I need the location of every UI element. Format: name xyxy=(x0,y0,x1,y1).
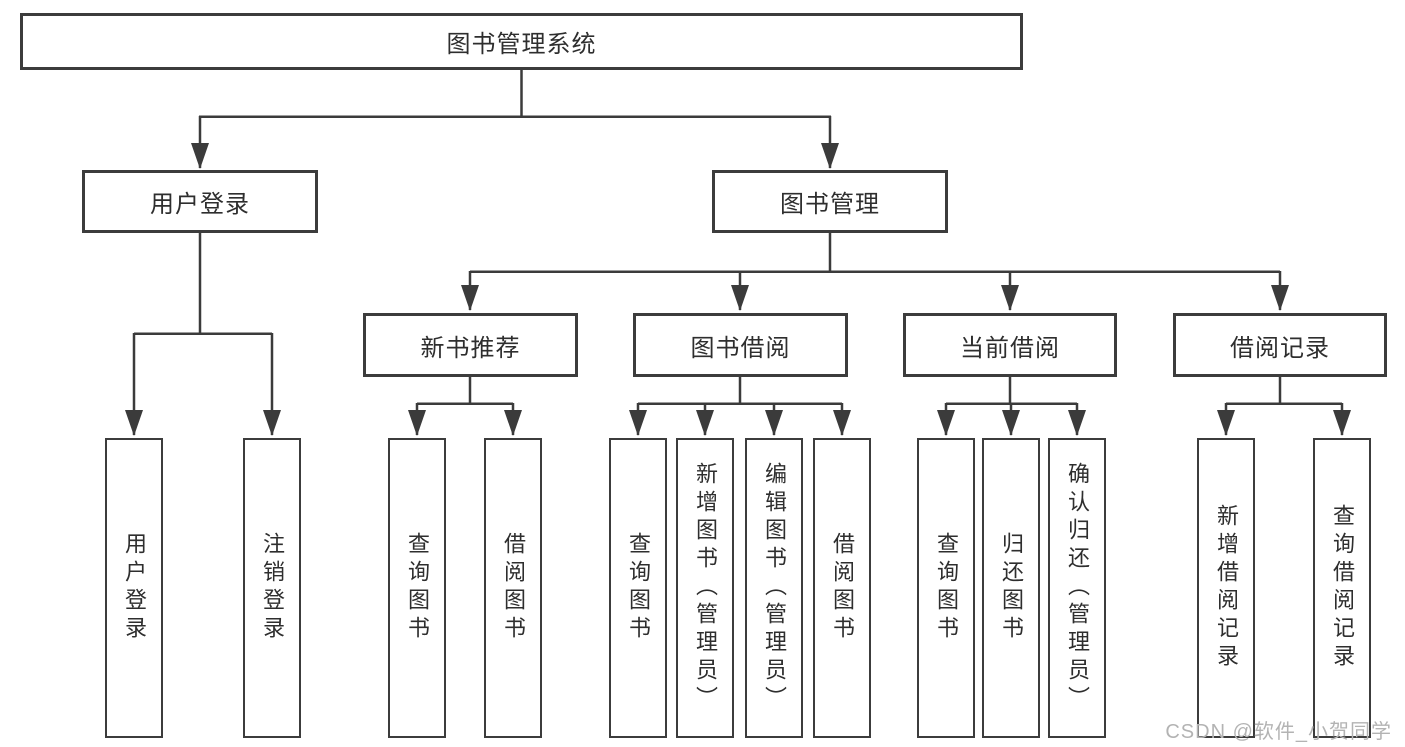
leaf-edit-book-admin: 编辑图书（管理员） xyxy=(745,438,803,738)
leaf-borrow-books: 借阅图书 xyxy=(813,438,871,738)
leaf-confirm-return-admin: 确认归还（管理员） xyxy=(1048,438,1106,738)
connector-currentborrow-trunk xyxy=(946,377,1077,405)
leaf-add-book-admin-label: 新增图书（管理员） xyxy=(693,462,718,714)
connector-userlogin-trunk xyxy=(134,233,272,335)
leaf-borrow-books-newrec-label: 借阅图书 xyxy=(501,532,526,644)
leaf-user-login: 用户登录 xyxy=(105,438,163,738)
leaf-edit-book-admin-label: 编辑图书（管理员） xyxy=(762,462,787,714)
node-borrow-records-label: 借阅记录 xyxy=(1230,334,1330,362)
node-book-management: 图书管理 xyxy=(712,170,948,233)
connector-bookmgmt-trunk xyxy=(470,233,1280,273)
leaf-query-books-current-label: 查询图书 xyxy=(934,532,959,644)
leaf-query-books-newrec-label: 查询图书 xyxy=(405,532,430,644)
leaf-query-books-newrec: 查询图书 xyxy=(388,438,446,738)
leaf-return-books-label: 归还图书 xyxy=(999,532,1024,644)
leaf-add-borrow-record-label: 新增借阅记录 xyxy=(1214,504,1239,672)
leaf-logout: 注销登录 xyxy=(243,438,301,738)
node-current-borrow: 当前借阅 xyxy=(903,313,1117,377)
leaf-logout-label: 注销登录 xyxy=(260,532,285,644)
leaf-query-borrow-record: 查询借阅记录 xyxy=(1313,438,1371,738)
node-book-borrow: 图书借阅 xyxy=(633,313,848,377)
leaf-borrow-books-newrec: 借阅图书 xyxy=(484,438,542,738)
leaf-confirm-return-admin-label: 确认归还（管理员） xyxy=(1065,462,1090,714)
node-user-login-label: 用户登录 xyxy=(150,191,250,218)
node-user-login: 用户登录 xyxy=(82,170,318,233)
leaf-query-books-borrow-label: 查询图书 xyxy=(626,532,651,644)
connector-borrowrecord-trunk xyxy=(1226,377,1342,405)
node-borrow-records: 借阅记录 xyxy=(1173,313,1387,377)
node-new-book-recommend: 新书推荐 xyxy=(363,313,578,377)
node-root: 图书管理系统 xyxy=(20,13,1023,70)
node-book-management-label: 图书管理 xyxy=(780,191,880,218)
leaf-query-books-borrow: 查询图书 xyxy=(609,438,667,738)
connector-root-trunk xyxy=(199,70,831,118)
connector-bookborrow-trunk xyxy=(638,377,842,405)
leaf-add-borrow-record: 新增借阅记录 xyxy=(1197,438,1255,738)
leaf-borrow-books-label: 借阅图书 xyxy=(830,532,855,644)
node-new-book-recommend-label: 新书推荐 xyxy=(420,334,521,362)
leaf-query-books-current: 查询图书 xyxy=(917,438,975,738)
leaf-user-login-label: 用户登录 xyxy=(122,532,147,644)
node-book-borrow-label: 图书借阅 xyxy=(690,334,791,362)
leaf-query-borrow-record-label: 查询借阅记录 xyxy=(1330,504,1355,672)
watermark: CSDN @软件_小贺同学 xyxy=(1165,721,1392,743)
node-current-borrow-label: 当前借阅 xyxy=(960,334,1060,362)
leaf-return-books: 归还图书 xyxy=(982,438,1040,738)
connector-newbook-trunk xyxy=(417,377,513,405)
leaf-add-book-admin: 新增图书（管理员） xyxy=(676,438,734,738)
node-root-label: 图书管理系统 xyxy=(446,31,597,58)
